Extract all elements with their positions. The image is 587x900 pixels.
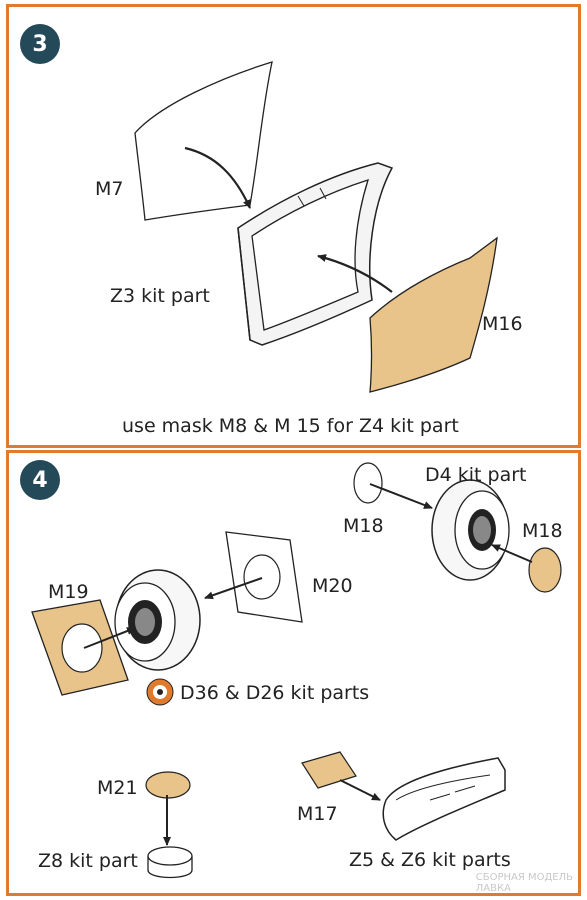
- label-z3: Z3 kit part: [110, 285, 210, 307]
- label-m18-right: M18: [522, 520, 563, 542]
- label-m19: M19: [48, 581, 89, 603]
- z5-z6-parts: [382, 757, 506, 841]
- m18-right-arrow: [491, 544, 533, 563]
- m17-arrow: [339, 779, 381, 801]
- m20-arrow: [204, 577, 263, 600]
- m17-mask: [301, 751, 357, 789]
- step-4-badge: 4: [20, 460, 60, 500]
- label-d4: D4 kit part: [425, 464, 527, 486]
- label-m20: M20: [312, 575, 353, 597]
- watermark: СБОРНАЯ МОДЕЛЬ ЛАВКА: [476, 872, 573, 894]
- label-d36-d26: D36 & D26 kit parts: [180, 682, 370, 704]
- step-3-note: use mask M8 & M 15 for Z4 kit part: [122, 415, 459, 437]
- m21-disc: [145, 771, 191, 799]
- label-m17: M17: [297, 803, 338, 825]
- m7-mask: [134, 61, 273, 221]
- label-m18-left: M18: [343, 515, 384, 537]
- m19-arrow: [83, 627, 136, 649]
- glue-symbol-icon: [146, 678, 174, 706]
- label-m21: M21: [97, 777, 138, 799]
- label-z8: Z8 kit part: [38, 850, 138, 872]
- m20-hole: [243, 554, 281, 600]
- z8-part: [147, 846, 193, 879]
- z3-frame: [237, 162, 394, 346]
- label-m16: M16: [482, 313, 523, 335]
- watermark-line-2: ЛАВКА: [475, 883, 511, 894]
- m19-hole: [61, 623, 103, 673]
- step-3-badge: 3: [20, 24, 60, 64]
- m16-mask: [369, 236, 498, 393]
- label-z5-z6: Z5 & Z6 kit parts: [349, 849, 511, 871]
- main-wheel: [114, 569, 201, 671]
- label-m7: M7: [95, 178, 124, 200]
- watermark-line-1: СБОРНАЯ МОДЕЛЬ: [475, 872, 573, 883]
- m18-left-disc: [353, 462, 383, 504]
- m16-arrow: [317, 254, 393, 293]
- m18-left-arrow: [369, 483, 433, 509]
- d4-wheel: [431, 479, 510, 581]
- m7-arrow: [184, 146, 252, 209]
- m18-right-disc: [528, 547, 562, 593]
